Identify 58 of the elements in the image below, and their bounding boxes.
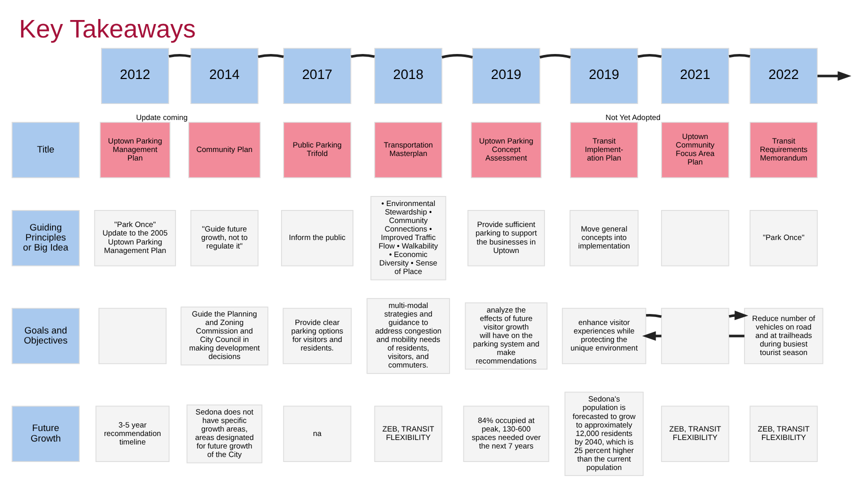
node-box: Uptown Parking Management Plan <box>100 122 170 178</box>
node-box: "Guide future growth, not to regulate it" <box>190 210 258 266</box>
node-box: 2021 <box>661 48 730 104</box>
node-box: Provide clear parking options for visitors and residents. <box>282 308 352 364</box>
node-box: enhance visitor experiences while protecting the unique environment <box>562 308 646 364</box>
node-label: Not Yet Adopted <box>606 112 660 122</box>
connector <box>258 54 284 58</box>
node-box: 2014 <box>190 48 258 104</box>
connector <box>350 54 375 58</box>
node-box: Uptown Community Focus Area Plan <box>661 122 730 178</box>
node-box: Guide the Planning and Zoning Commission and City Council in making development decisions <box>180 306 268 366</box>
node-box: Transportation Masterplan <box>374 122 442 178</box>
node-label: Update coming <box>136 112 188 122</box>
node-box: Goals and Objectives <box>12 308 80 364</box>
node-box: Guiding Principles or Big Idea <box>12 210 80 266</box>
node-box: multi-modal strategies and guidance to address congestion and mobility needs of residents, visitors, and commuters. <box>366 298 450 374</box>
node-box: ZEB, TRANSIT FLEXIBILITY <box>750 406 818 462</box>
node-box: Future Growth <box>12 406 80 462</box>
node-box: Reduce number of vehicles on road and at trailheads during busiest tourist season <box>744 308 824 364</box>
node-box: "Park Once" Update to the 2005 Uptown Parking Management Plan <box>94 210 176 266</box>
node-box <box>661 210 730 266</box>
node-box: 2018 <box>374 48 442 104</box>
node-box: Transit Implement-ation Plan <box>570 122 638 178</box>
node-box: 2017 <box>283 48 352 104</box>
node-box: Sedona does not have specific growth areas, areas designated for future growth of the City <box>186 404 262 464</box>
connector <box>646 314 662 318</box>
node-box <box>661 308 730 364</box>
node-box: ZEB, TRANSIT FLEXIBILITY <box>661 406 730 462</box>
node-box: Uptown Parking Concept Assessment <box>470 122 542 178</box>
node-box: 3-5 year recommendation timeline <box>96 406 170 462</box>
connector <box>729 334 744 338</box>
node-box: "Park Once" <box>750 210 818 266</box>
connector <box>638 54 662 58</box>
node-box: Transit Requirements Memorandum <box>750 122 818 178</box>
node-box: 2019 <box>472 48 540 104</box>
node-box: 2022 <box>750 48 818 104</box>
node-box: Title <box>12 122 80 178</box>
connector <box>168 54 191 58</box>
node-box: Public Parking Trifold <box>283 122 352 178</box>
node-box: ZEB, TRANSIT FLEXIBILITY <box>374 406 442 462</box>
node-box: Sedona's population is forecasted to grow to approximately 12,000 residents by 2040, which is 25 percent higher than the current population <box>564 392 644 476</box>
node-box: na <box>283 406 352 462</box>
node-box: Provide sufficient parking to support the businesses in Uptown <box>467 210 545 266</box>
connector <box>442 54 473 58</box>
node-box: Community Plan <box>188 122 261 178</box>
node-box: 2012 <box>101 48 170 104</box>
diagram-title: Key Takeaways <box>19 15 196 44</box>
node-box: • Environmental Stewardship • Community Connections • Improved Traffic Flow • Walkability • Economic Diversity • Sense of Place <box>370 196 446 280</box>
node-box: Inform the public <box>281 210 354 266</box>
node-box: 2019 <box>570 48 638 104</box>
node-box: Move general concepts into implementation <box>570 210 639 266</box>
node-box: analyze the effects of future visitor growth will have on the parking system and make recommendations <box>464 302 548 370</box>
node-box <box>98 308 167 364</box>
node-box: 84% occupied at peak, 130-600 spaces needed over the next 7 years <box>463 406 550 462</box>
connector <box>728 54 750 58</box>
arrow <box>642 331 662 341</box>
arrow <box>817 71 852 81</box>
connector <box>540 54 571 58</box>
